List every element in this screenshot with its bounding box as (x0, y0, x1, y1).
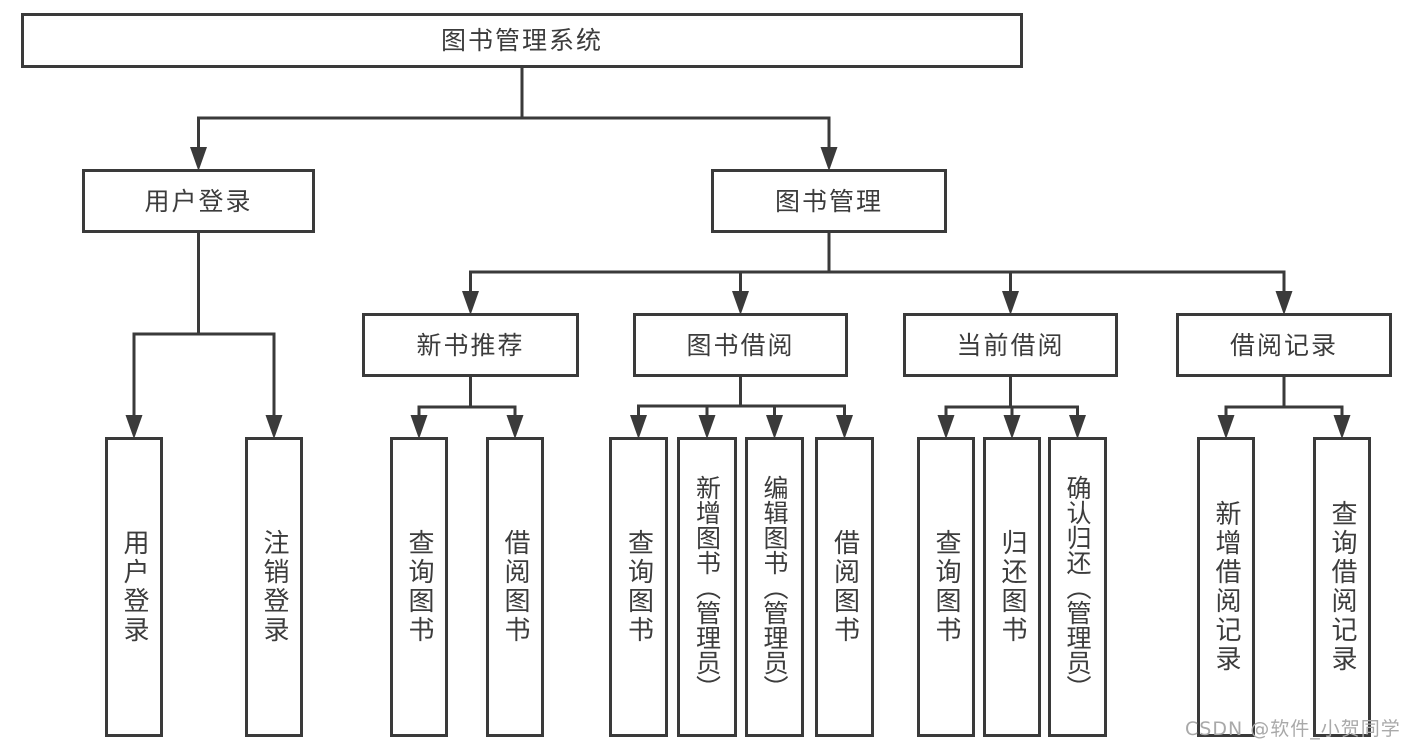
node-cb-confirm: 确认归还（管理员） (1048, 437, 1107, 737)
arrowhead-icon (1275, 291, 1293, 315)
node-label-bb-add: 新增图书（管理员） (692, 474, 722, 700)
node-label-bb-edit: 编辑图书（管理员） (760, 474, 789, 700)
node-borrow-records: 借阅记录 (1176, 313, 1392, 377)
node-current-borrow: 当前借阅 (903, 313, 1118, 377)
arrowhead-icon (1003, 415, 1021, 439)
node-label-rec-query: 查询图书 (404, 529, 434, 645)
node-label-book-borrow: 图书借阅 (686, 330, 795, 360)
node-login: 用户登录 (105, 437, 163, 737)
arrowhead-icon (1069, 415, 1086, 439)
node-cb-return: 归还图书 (983, 437, 1041, 737)
node-book-mgmt: 图书管理 (711, 169, 947, 233)
arrowhead-icon (190, 147, 207, 171)
node-rec-borrow: 借阅图书 (486, 437, 544, 737)
arrowhead-icon (630, 415, 647, 439)
node-label-root: 图书管理系统 (440, 26, 603, 55)
node-book-borrow: 图书借阅 (633, 313, 848, 377)
arrowhead-icon (410, 415, 428, 439)
node-new-book-rec: 新书推荐 (362, 313, 579, 377)
node-label-new-book-rec: 新书推荐 (416, 330, 525, 360)
node-label-current-borrow: 当前借阅 (956, 330, 1065, 360)
arrowhead-icon (732, 291, 749, 315)
node-bb-query: 查询图书 (609, 437, 668, 737)
arrowhead-icon (125, 415, 143, 439)
node-root: 图书管理系统 (21, 13, 1023, 68)
node-label-cb-confirm: 确认归还（管理员） (1063, 474, 1092, 700)
arrowhead-icon (265, 415, 283, 439)
node-label-br-query: 查询借阅记录 (1327, 500, 1357, 674)
arrowhead-icon (698, 415, 716, 439)
arrowhead-icon (1002, 291, 1019, 315)
node-br-add: 新增借阅记录 (1197, 437, 1255, 737)
node-br-query: 查询借阅记录 (1313, 437, 1371, 737)
arrowhead-icon (1217, 415, 1235, 439)
node-user-login: 用户登录 (82, 169, 315, 233)
node-label-bb-query: 查询图书 (623, 529, 654, 645)
node-label-br-add: 新增借阅记录 (1211, 500, 1241, 674)
arrowhead-icon (1333, 415, 1351, 439)
node-bb-edit: 编辑图书（管理员） (745, 437, 804, 737)
arrowhead-icon (462, 291, 479, 315)
arrowhead-icon (506, 415, 524, 439)
arrowhead-icon (836, 415, 853, 439)
node-label-login: 用户登录 (119, 529, 149, 645)
node-rec-query: 查询图书 (390, 437, 448, 737)
node-label-borrow-records: 借阅记录 (1229, 330, 1338, 360)
node-cb-query: 查询图书 (917, 437, 975, 737)
node-label-cb-query: 查询图书 (931, 529, 961, 645)
node-label-user-login: 用户登录 (144, 186, 253, 216)
watermark: CSDN @软件_小贺同学 (1185, 718, 1401, 740)
arrowhead-icon (820, 147, 838, 171)
node-label-bb-borrow: 借阅图书 (829, 529, 860, 645)
arrowhead-icon (937, 415, 955, 439)
arrowhead-icon (766, 415, 783, 439)
node-label-cb-return: 归还图书 (997, 529, 1027, 645)
node-label-book-mgmt: 图书管理 (774, 186, 883, 216)
node-logout: 注销登录 (245, 437, 303, 737)
node-label-rec-borrow: 借阅图书 (500, 529, 530, 645)
node-label-logout: 注销登录 (259, 529, 289, 645)
node-bb-borrow: 借阅图书 (815, 437, 874, 737)
node-bb-add: 新增图书（管理员） (677, 437, 737, 737)
